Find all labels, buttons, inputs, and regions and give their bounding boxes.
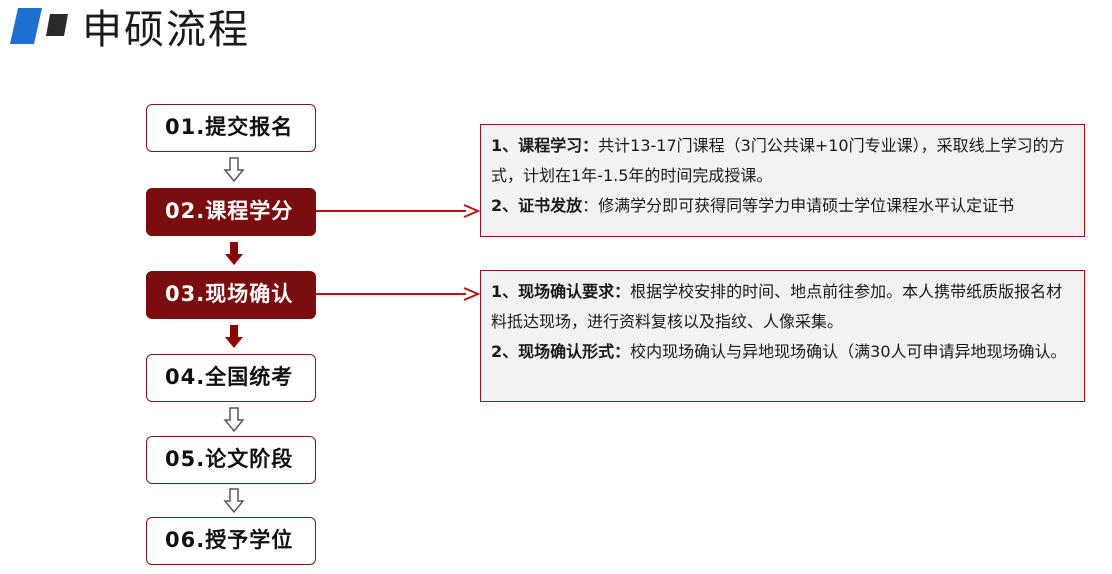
step-label: 06.授予学位	[165, 528, 294, 552]
info-point: 2、证书发放：修满学分即可获得同等学力申请硕士学位课程水平认定证书	[491, 191, 1074, 221]
hollow-down-arrow-icon	[223, 407, 245, 433]
hollow-down-arrow-icon	[223, 157, 245, 183]
info-box-onsite-confirmation: 1、现场确认要求：根据学校安排的时间、地点前往参加。本人携带纸质版报名材料抵达现…	[480, 270, 1085, 402]
step-04-national-exam: 04.全国统考	[146, 354, 316, 402]
step-label: 04.全国统考	[165, 365, 294, 389]
info-point: 1、现场确认要求：根据学校安排的时间、地点前往参加。本人携带纸质版报名材料抵达现…	[491, 277, 1074, 337]
step-02-course-credits: 02.课程学分	[146, 188, 316, 236]
info-text: ：修满学分即可获得同等学力申请硕士学位课程水平认定证书	[582, 196, 1015, 215]
logo-icon	[10, 8, 68, 44]
hollow-down-arrow-icon	[223, 488, 245, 514]
step-label: 03.现场确认	[165, 282, 294, 306]
step-label: 01.提交报名	[165, 115, 294, 139]
info-point: 2、现场确认形式：校内现场确认与异地现场确认（满30人可申请异地现场确认。	[491, 337, 1074, 367]
step-label: 05.论文阶段	[165, 447, 294, 471]
solid-down-arrow-icon	[225, 325, 243, 348]
step-01-submit-registration: 01.提交报名	[146, 104, 316, 152]
info-text: 根据学校安排的时间、地点前往参加。本人携带纸质版报名材料抵达现场，进行资料复核以…	[491, 282, 1063, 331]
step-06-degree-conferral: 06.授予学位	[146, 517, 316, 565]
info-point: 1、课程学习：共计13-17门课程（3门公共课+10门专业课），采取线上学习的方…	[491, 131, 1074, 191]
solid-down-arrow-icon	[225, 242, 243, 265]
info-text: 共计13-17门课程（3门公共课+10门专业课），采取线上学习的方式，计划在1年…	[491, 136, 1065, 185]
step-05-thesis-stage: 05.论文阶段	[146, 436, 316, 484]
step-03-onsite-confirmation: 03.现场确认	[146, 271, 316, 319]
right-arrow-icon	[316, 287, 481, 301]
info-box-course-credits: 1、课程学习：共计13-17门课程（3门公共课+10门专业课），采取线上学习的方…	[480, 124, 1085, 237]
page-title: 申硕流程	[82, 7, 250, 53]
info-heading: 2、证书发放	[491, 196, 583, 215]
info-heading: 1、现场确认要求：	[491, 282, 631, 301]
info-text: 校内现场确认与异地现场确认（满30人可申请异地现场确认。	[630, 342, 1067, 361]
right-arrow-icon	[316, 204, 481, 218]
info-heading: 2、现场确认形式：	[491, 342, 631, 361]
step-label: 02.课程学分	[165, 199, 294, 223]
info-heading: 1、课程学习：	[491, 136, 599, 155]
